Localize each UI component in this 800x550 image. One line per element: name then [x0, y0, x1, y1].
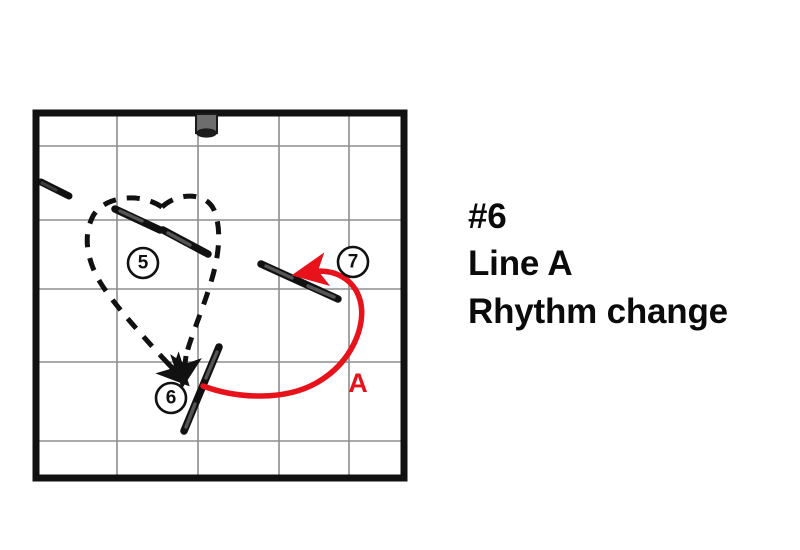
caption-description: Rhythm change — [468, 291, 728, 331]
stick-marker-6 — [180, 343, 223, 435]
top-post-marker — [195, 113, 218, 138]
movement-path — [84, 193, 222, 357]
numbered-marker-5-label: 5 — [138, 253, 149, 274]
movement-path-arrowheads — [155, 351, 202, 389]
stick-marker-5a — [111, 205, 164, 234]
stick-markers — [37, 178, 342, 435]
caption-number: #6 — [468, 197, 507, 236]
caption-block: #6 Line A Rhythm change — [468, 196, 788, 332]
caption-line-label: Line A — [468, 244, 573, 284]
line-a-arrow — [200, 252, 365, 399]
stick-marker-5b — [159, 226, 212, 258]
numbered-marker-5: 5 — [126, 246, 160, 280]
numbered-marker-6: 6 — [154, 381, 188, 415]
line-a-label: A — [348, 368, 368, 398]
stick-marker-wall-left — [37, 178, 73, 200]
numbered-marker-6-label: 6 — [166, 388, 177, 409]
numbered-marker-7: 7 — [336, 245, 370, 279]
numbered-marker-7-label: 7 — [348, 252, 359, 273]
court-boundary — [32, 109, 408, 482]
court-surface — [36, 113, 404, 478]
court-grid-vertical — [116, 113, 350, 478]
